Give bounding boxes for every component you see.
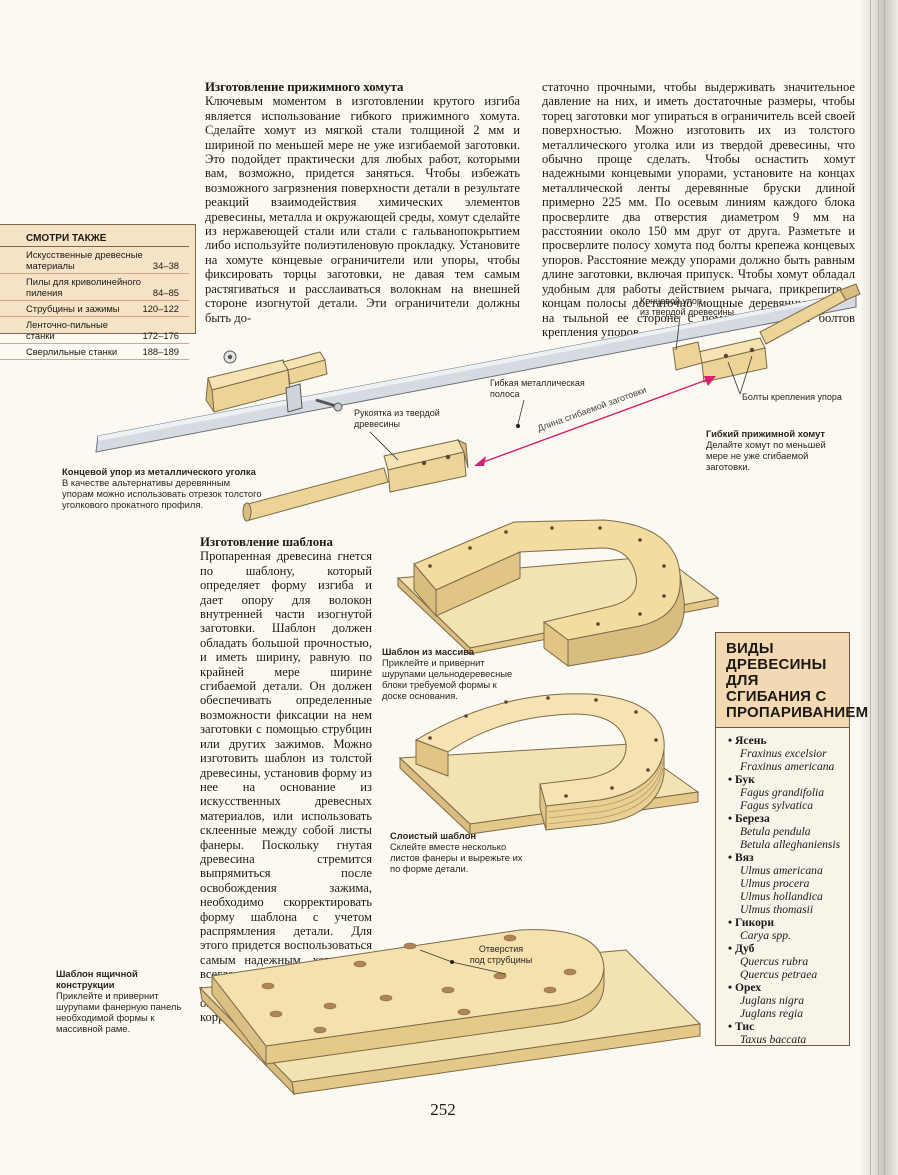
see-also-item-pages: 84–85 — [152, 287, 179, 298]
species-name: Орех — [728, 981, 761, 994]
label-clamp-holes: Отверстия под струбцины — [469, 944, 533, 965]
caption-text: Делайте хомут по меньшей мере не уже сги… — [706, 439, 826, 472]
species-latin-name: Ulmus americana — [740, 864, 823, 877]
caption-text: Приклейте и привернит шурупами фанерную … — [56, 990, 182, 1034]
template-section: Изготовление шаблона Пропаренная древеси… — [200, 535, 372, 1025]
see-also-item-text: Искусственные древесные материалы — [26, 249, 143, 271]
species-name: Бук — [728, 773, 755, 786]
label-handle: Рукоятка из твердой древесины — [354, 408, 440, 429]
caption-title: Шаблон ящичной конструкции — [56, 968, 138, 990]
species-latin-name: Carya spp. — [740, 929, 791, 942]
body-text: Ключевым моментом в изготовлении крутого… — [205, 94, 520, 325]
species-name: Береза — [728, 812, 770, 825]
species-latin-name: Juglans regia — [740, 1007, 804, 1020]
species-latin-name: Betula alleghaniensis — [740, 838, 841, 851]
species-latin-name: Fraxinus americana — [740, 760, 835, 773]
caption-flex-clamp: Гибкий прижимной хомут Делайте хомут по … — [706, 428, 846, 472]
species-latin-name: Taxus baccata — [740, 1033, 807, 1046]
see-also-item-pages: 120–122 — [142, 303, 180, 314]
caption-layered-template: Слоистый шаблон Склейте вместе несколько… — [390, 830, 528, 874]
species-name: Ясень — [728, 734, 767, 747]
see-also-item-pages: 188–189 — [142, 346, 180, 357]
see-also-item: Искусственные древесные материалы 34–38 — [0, 247, 189, 274]
species-box: ВИДЫ ДРЕВЕСИНЫ ДЛЯ СГИБАНИЯ С ПРОПАРИВАН… — [715, 632, 868, 1046]
caption-title: Слоистый шаблон — [390, 830, 477, 841]
caption-angle-stop: Концевой упор из металлического уголка В… — [62, 466, 262, 510]
caption-text: В качестве альтернативы деревянным упора… — [62, 477, 262, 510]
body-text: Пропаренная древесина гнется по шаблону,… — [200, 549, 372, 1025]
see-also-title: СМОТРИ ТАКЖЕ — [0, 225, 189, 247]
see-also-item-pages: 172–176 — [142, 330, 180, 341]
caption-box-template: Шаблон ящичной конструкции Приклейте и п… — [56, 968, 190, 1034]
species-latin-name: Ulmus hollandica — [740, 890, 823, 903]
see-also-item-text: Ленточно-пильные станки — [26, 319, 108, 341]
clamp-section-col1: Изготовление прижимного хомута Ключевым … — [205, 80, 520, 325]
page-gutter — [862, 0, 898, 1175]
page-number: 252 — [430, 1100, 456, 1119]
species-latin-name: Betula pendula — [740, 825, 811, 838]
section-title: Изготовление прижимного хомута — [205, 80, 404, 94]
species-latin-name: Ulmus procera — [740, 877, 810, 890]
species-name: Дуб — [728, 942, 754, 955]
species-latin-name: Quercus petraea — [740, 968, 818, 981]
caption-text: Приклейте и привернит шурупами цельнодер… — [382, 657, 513, 701]
see-also-item: Сверлильные станки 188–189 — [0, 344, 189, 360]
species-name: Вяз — [728, 851, 754, 864]
species-box-title: ВИДЫ ДРЕВЕСИНЫ ДЛЯ СГИБАНИЯ С ПРОПАРИВАН… — [716, 633, 868, 728]
see-also-item: Пилы для криволинейного пиления 84–85 — [0, 274, 189, 301]
species-latin-name: Fagus grandifolia — [740, 786, 825, 799]
species-latin-name: Quercus rubra — [740, 955, 809, 968]
caption-title: Гибкий прижимной хомут — [706, 428, 826, 439]
caption-solid-template: Шаблон из массива Приклейте и привернит … — [382, 646, 522, 701]
label-bolts: Болты крепления упора — [742, 392, 842, 402]
see-also-item-text: Сверлильные станки — [26, 346, 118, 357]
see-also-box: СМОТРИ ТАКЖЕ Искусственные древесные мат… — [0, 224, 196, 360]
caption-title: Концевой упор из металлического уголка — [62, 466, 256, 477]
section-title: Изготовление шаблона — [200, 535, 333, 549]
see-also-item: Ленточно-пильные станки 172–176 — [0, 317, 189, 344]
species-latin-name: Ulmus thomasii — [740, 903, 814, 916]
species-name: Гикори — [728, 916, 774, 929]
label-end-stop: Концевой упор из твердой древесины — [640, 296, 734, 317]
see-also-item: Струбцины и зажимы 120–122 — [0, 301, 189, 317]
caption-text: Склейте вместе несколько листов фанеры и… — [390, 841, 523, 874]
caption-title: Шаблон из массива — [382, 646, 475, 657]
see-also-item-pages: 34–38 — [152, 260, 179, 271]
species-latin-name: Fraxinus excelsior — [740, 747, 827, 760]
species-latin-name: Fagus sylvatica — [740, 799, 814, 812]
species-latin-name: Juglans nigra — [740, 994, 805, 1007]
see-also-item-text: Пилы для криволинейного пиления — [26, 276, 141, 298]
label-metal-strip: Гибкая металлическая полоса — [490, 378, 585, 399]
see-also-item-text: Струбцины и зажимы — [26, 303, 120, 314]
species-name: Тис — [728, 1020, 754, 1033]
